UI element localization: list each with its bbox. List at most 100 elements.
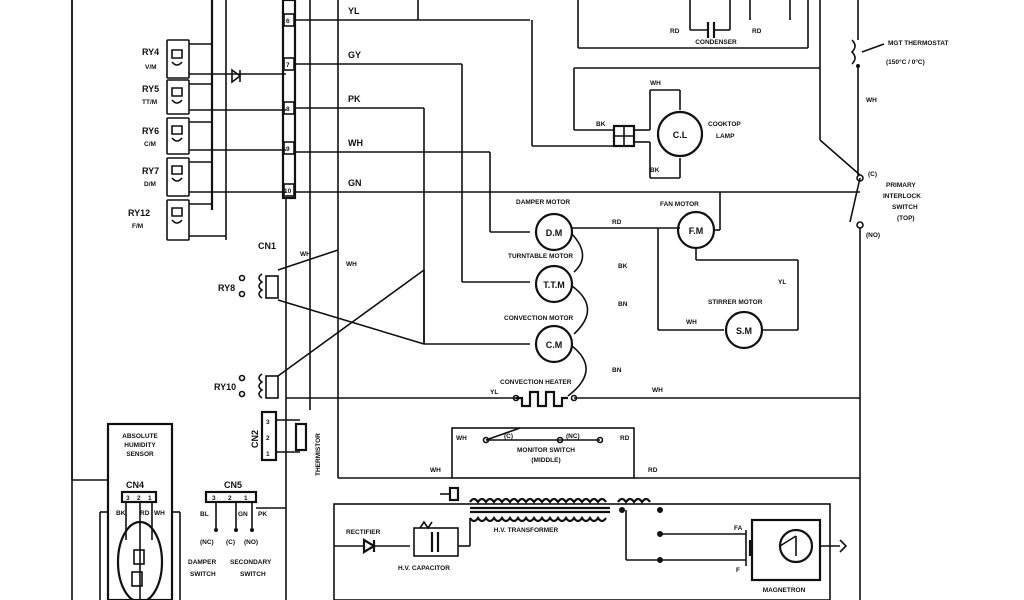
cooktop-lamp-circle xyxy=(656,110,704,158)
cn4-pin: 3 xyxy=(126,495,130,502)
contact-nc: (NC) xyxy=(200,539,214,546)
cn2-label: CN2 xyxy=(250,430,260,448)
relay-ry5: RY5 TT/M xyxy=(142,79,286,115)
contact-c: (C) xyxy=(504,433,513,440)
dm-label: D.M xyxy=(546,228,563,238)
relay-ry10: RY10 xyxy=(214,373,279,399)
cn5-pin: 1 xyxy=(244,495,248,502)
relay-sub-label: C/M xyxy=(144,141,156,148)
convection-heater-label: CONVECTION HEATER xyxy=(500,379,572,386)
primary-interlock-label-4: (TOP) xyxy=(897,215,915,222)
rectifier-label: RECTIFIER xyxy=(346,529,381,536)
thermistor-symbol xyxy=(294,422,308,452)
relay-label: RY10 xyxy=(214,382,236,392)
magnetron-label: MAGNETRON xyxy=(763,587,806,594)
relay-sub-label: F/M xyxy=(132,223,143,230)
wire-label-yl: YL xyxy=(490,389,498,396)
turntable-motor-circle xyxy=(534,264,574,304)
wire-label-pk: PK xyxy=(348,94,361,104)
relay-sub-label: TT/M xyxy=(142,99,157,106)
wire-label-bk: BK xyxy=(116,510,126,517)
hv-transformer-label: H.V. TRANSFORMER xyxy=(494,527,559,534)
cn4-label: CN4 xyxy=(126,480,144,490)
secondary-switch-label-2: SWITCH xyxy=(240,571,266,578)
condenser: RD RD CONDENSER xyxy=(577,0,809,49)
convection-motor-circle xyxy=(534,324,574,364)
wire-label-rd: RD xyxy=(620,435,630,442)
wire-label-rd: RD xyxy=(612,219,622,226)
primary-interlock-label-3: SWITCH xyxy=(892,204,918,211)
humidity-sensor-label-3: SENSOR xyxy=(126,451,154,458)
cn2-pin: 1 xyxy=(266,451,270,458)
cn5-pin: 2 xyxy=(228,495,232,502)
wire-label-wh: WH xyxy=(348,138,363,148)
cn1-pin: 8 xyxy=(286,106,290,113)
cn5-label: CN5 xyxy=(224,480,242,490)
wire-label-bk: BK xyxy=(618,263,628,270)
wire-label-wh: WH xyxy=(154,510,165,517)
wire-label-gn: GN xyxy=(348,178,362,188)
wire-label-rd: RD xyxy=(670,28,680,35)
convection-motor-label: CONVECTION MOTOR xyxy=(504,315,574,322)
wire-label-rd: RD xyxy=(648,467,658,474)
damper-switch-label-2: SWITCH xyxy=(190,571,216,578)
relay-label: RY7 xyxy=(142,166,159,176)
wire-label-gy: GY xyxy=(348,50,361,60)
primary-interlock-switch: (C) (NO) PRIMARY INTERLOCK SWITCH (TOP) xyxy=(819,68,921,600)
primary-interlock-label-2: INTERLOCK xyxy=(883,193,921,200)
cn4-pin: 2 xyxy=(137,495,141,502)
humidity-sensor: ABSOLUTE HUMIDITY SENSOR CN4 3 2 1 BK RD… xyxy=(106,422,174,600)
wire-label-bl: BL xyxy=(200,511,209,518)
wire-label-pk: PK xyxy=(258,511,267,518)
wire-label-wh: WH xyxy=(300,251,311,258)
relay-sub-label: D/M xyxy=(144,181,156,188)
cl-label: C.L xyxy=(673,130,688,140)
mgt-thermostat-label: MGT THERMOSTAT xyxy=(888,40,948,47)
contact-no: (NO) xyxy=(244,539,258,546)
cn1-pin: 7 xyxy=(286,62,290,69)
cn2-thermistor: 3 2 1 CN2 THERMISTOR xyxy=(250,410,322,476)
sensor-resistor-1 xyxy=(133,549,145,565)
trunk-wires xyxy=(72,479,287,600)
relay-label: RY5 xyxy=(142,84,159,94)
cn1-wires: YL GY PK WH GN xyxy=(295,0,860,478)
wire-label-bn: BN xyxy=(612,367,622,374)
wire-label-bk: BK xyxy=(596,121,606,128)
stirrer-motor-label: STIRRER MOTOR xyxy=(708,299,763,306)
wire-label-wh: WH xyxy=(652,387,663,394)
f-label: F xyxy=(736,567,740,574)
fan-motor-label: FAN MOTOR xyxy=(660,201,699,208)
relay-wiring: WH WH xyxy=(277,198,425,520)
humidity-sensor-label-1: ABSOLUTE xyxy=(122,433,158,440)
mgt-thermostat: MGT THERMOSTAT (150°C / 0°C) WH xyxy=(850,0,948,175)
damper-motor-label: DAMPER MOTOR xyxy=(516,199,570,206)
fm-label: F.M xyxy=(689,226,704,236)
thermistor-label: THERMISTOR xyxy=(315,433,322,476)
wire-label-bk: BK xyxy=(650,167,660,174)
damper-motor-circle xyxy=(534,212,574,252)
monitor-switch-sub-label: (MIDDLE) xyxy=(531,457,560,464)
contact-no: (NO) xyxy=(866,232,880,239)
hv-section: H.V. TRANSFORMER RECTIFIER H.V. CAPACITO… xyxy=(333,486,848,600)
relay-ry12: RY12 F/M xyxy=(128,199,226,241)
relay-bank: RY4 V/M RY5 TT/M RY6 C/M RY7 D/M xyxy=(71,0,286,600)
cn5-pin: 3 xyxy=(212,495,216,502)
cn1-pin: 6 xyxy=(286,18,290,25)
cooktop-lamp-label-2: LAMP xyxy=(716,133,735,140)
relay-label: RY12 xyxy=(128,208,150,218)
cn1-pin: 10 xyxy=(284,188,292,195)
secondary-switch-label-1: SECONDARY xyxy=(230,559,272,566)
cn1-label: CN1 xyxy=(258,241,276,251)
contact-nc: (NC) xyxy=(566,433,580,440)
fa-label: FA xyxy=(734,525,743,532)
damper-switch-label-1: DAMPER xyxy=(188,559,216,566)
cn1-connector: 6 7 8 9 10 CN1 xyxy=(258,0,297,251)
humidity-sensor-label-2: HUMIDITY xyxy=(124,442,156,449)
relay-sub-label: V/M xyxy=(145,64,157,71)
relay-label: RY6 xyxy=(142,126,159,136)
wire-label-gn: GN xyxy=(238,511,248,518)
cooktop-lamp-label-1: COOKTOP xyxy=(708,121,741,128)
primary-interlock-label-1: PRIMARY xyxy=(886,182,916,189)
wire-label-yl: YL xyxy=(348,6,360,16)
condenser-label: CONDENSER xyxy=(695,39,737,46)
